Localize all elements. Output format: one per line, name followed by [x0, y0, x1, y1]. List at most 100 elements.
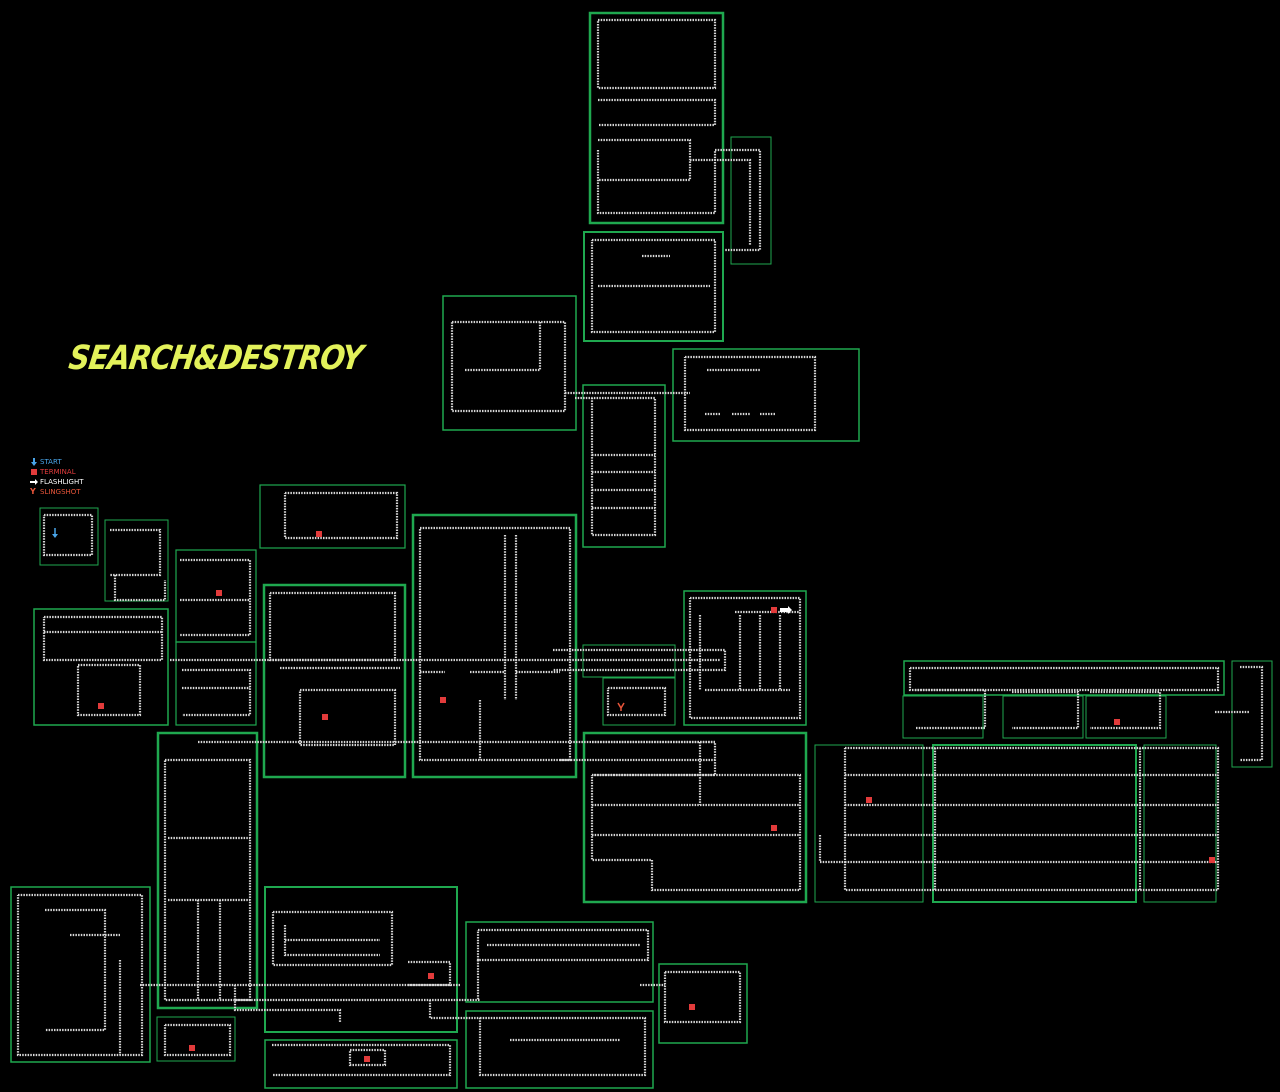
legend-terminal-label: TERMINAL: [40, 468, 76, 476]
map-wall: [590, 238, 717, 334]
map-wall: [690, 158, 752, 245]
map-wall: [110, 528, 162, 577]
map-wall: [428, 1000, 480, 1020]
map-wall: [1090, 690, 1162, 730]
legend-start-label: START: [40, 458, 62, 466]
room-border: [582, 384, 666, 548]
terminal-icon: [866, 797, 872, 803]
map-wall: [283, 491, 399, 540]
map-wall: [16, 893, 144, 1057]
legend-flashlight: FLASHLIGHT: [30, 477, 84, 487]
terminal-icon: [440, 697, 446, 703]
room-border: [588, 11, 725, 225]
room-border: [156, 1016, 236, 1062]
terminal-icon: [689, 1004, 695, 1010]
map-wall: [606, 686, 667, 717]
start-arrow-icon: [30, 458, 38, 466]
map-wall: [418, 526, 572, 762]
map-wall: [663, 970, 742, 1024]
map-wall: [45, 908, 107, 1032]
room-border: [583, 231, 724, 342]
terminal-icon: [322, 714, 328, 720]
legend: START TERMINAL FLASHLIGHT Y SLINGSHOT: [30, 457, 84, 497]
slingshot-icon: [617, 702, 625, 711]
room-border: [156, 731, 259, 1010]
legend-slingshot-label: SLINGSHOT: [40, 488, 81, 496]
map-wall: [180, 558, 252, 637]
map-wall: [348, 1048, 387, 1067]
map-wall: [42, 615, 164, 662]
terminal-icon: [216, 590, 222, 596]
room-border: [683, 590, 807, 726]
map-wall: [596, 18, 717, 90]
map-wall: [476, 928, 650, 962]
map-wall: [163, 758, 252, 1002]
slingshot-icon: Y: [30, 487, 36, 496]
start-arrow-icon: [52, 534, 58, 538]
room-border: [465, 921, 654, 1003]
room-border: [932, 744, 1137, 903]
legend-terminal: TERMINAL: [30, 467, 84, 477]
map-wall: [683, 355, 817, 432]
map-wall: [42, 513, 94, 557]
map-wall: [298, 688, 397, 747]
map-wall: [908, 666, 1220, 692]
room-border: [672, 348, 860, 442]
room-border: [582, 731, 808, 904]
map-wall: [163, 1023, 232, 1057]
map-wall: [233, 985, 342, 1022]
map-wall: [113, 575, 167, 602]
map-wall: [575, 396, 657, 537]
room-border: [658, 963, 748, 1044]
map-wall: [272, 1043, 452, 1077]
room-border: [10, 886, 151, 1063]
map-wall: [450, 320, 567, 413]
room-border: [1231, 660, 1273, 768]
map-wall: [268, 591, 397, 662]
map-wall: [590, 773, 802, 892]
room-border: [442, 295, 577, 431]
terminal-icon: [1114, 719, 1120, 725]
room-border: [1143, 744, 1217, 903]
legend-slingshot: Y SLINGSHOT: [30, 487, 84, 497]
map-wall: [1012, 690, 1080, 730]
room-border: [1085, 695, 1167, 739]
room-border: [33, 608, 169, 726]
room-border: [264, 1039, 458, 1089]
room-border: [39, 507, 99, 566]
map-wall: [818, 835, 845, 864]
room-border: [814, 744, 924, 903]
room-border: [1002, 695, 1084, 739]
map-wall: [283, 925, 380, 957]
map-wall: [598, 98, 717, 127]
room-border: [903, 660, 1225, 696]
terminal-icon: [1209, 857, 1215, 863]
map-wall: [1240, 665, 1264, 762]
room-border: [730, 136, 772, 265]
map-wall: [598, 138, 692, 182]
room-border: [411, 513, 578, 779]
terminal-icon: [30, 468, 38, 476]
flashlight-icon: [780, 606, 792, 614]
room-border: [902, 695, 984, 739]
terminal-icon: [189, 1045, 195, 1051]
legend-start: START: [30, 457, 84, 467]
terminal-icon: [428, 973, 434, 979]
room-border: [175, 641, 257, 726]
terminal-icon: [316, 531, 322, 537]
legend-flashlight-label: FLASHLIGHT: [40, 478, 84, 486]
terminal-icon: [771, 825, 777, 831]
terminal-icon: [771, 607, 777, 613]
room-border: [465, 1010, 654, 1089]
game-title: SEARCH&DESTROY: [66, 338, 365, 378]
room-border: [259, 484, 406, 549]
room-border: [602, 677, 676, 726]
terminal-icon: [364, 1056, 370, 1062]
map-wall: [478, 1016, 647, 1077]
room-border: [262, 583, 407, 779]
terminal-icon: [98, 703, 104, 709]
map-wall: [592, 740, 717, 777]
flashlight-icon: [30, 478, 38, 486]
map-wall: [596, 148, 762, 252]
